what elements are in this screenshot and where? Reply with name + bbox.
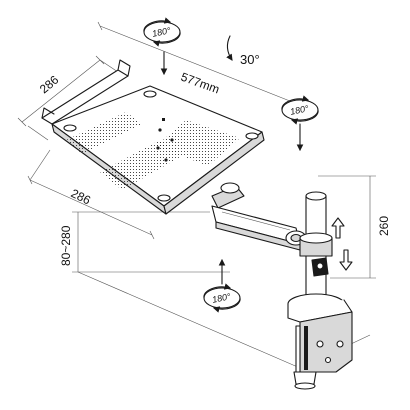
- pole: [299, 191, 333, 317]
- rotation-badge-bottom: [203, 283, 241, 313]
- arm-reach-label: 577mm: [179, 70, 221, 97]
- tray-width-label: 286: [69, 186, 93, 208]
- rotation-badge-top-right: [281, 95, 319, 125]
- rotation-label-bottom: 180°: [211, 291, 232, 305]
- height-range-label: 80~280: [59, 225, 73, 266]
- rotation-badge-top-left: [143, 17, 181, 47]
- rotation-label-top-left: 180°: [151, 25, 172, 39]
- laptop-tray: [41, 59, 265, 215]
- rotation-label-top-right: 180°: [289, 103, 310, 117]
- motion-arrows: [160, 35, 353, 285]
- swing-arm: [211, 182, 307, 251]
- tilt-label: 30°: [240, 52, 260, 67]
- tray-depth-label: 286: [37, 72, 62, 96]
- dimension-lines: [17, 21, 376, 369]
- pole-travel-label: 260: [377, 216, 391, 236]
- desk-clamp: [287, 293, 353, 390]
